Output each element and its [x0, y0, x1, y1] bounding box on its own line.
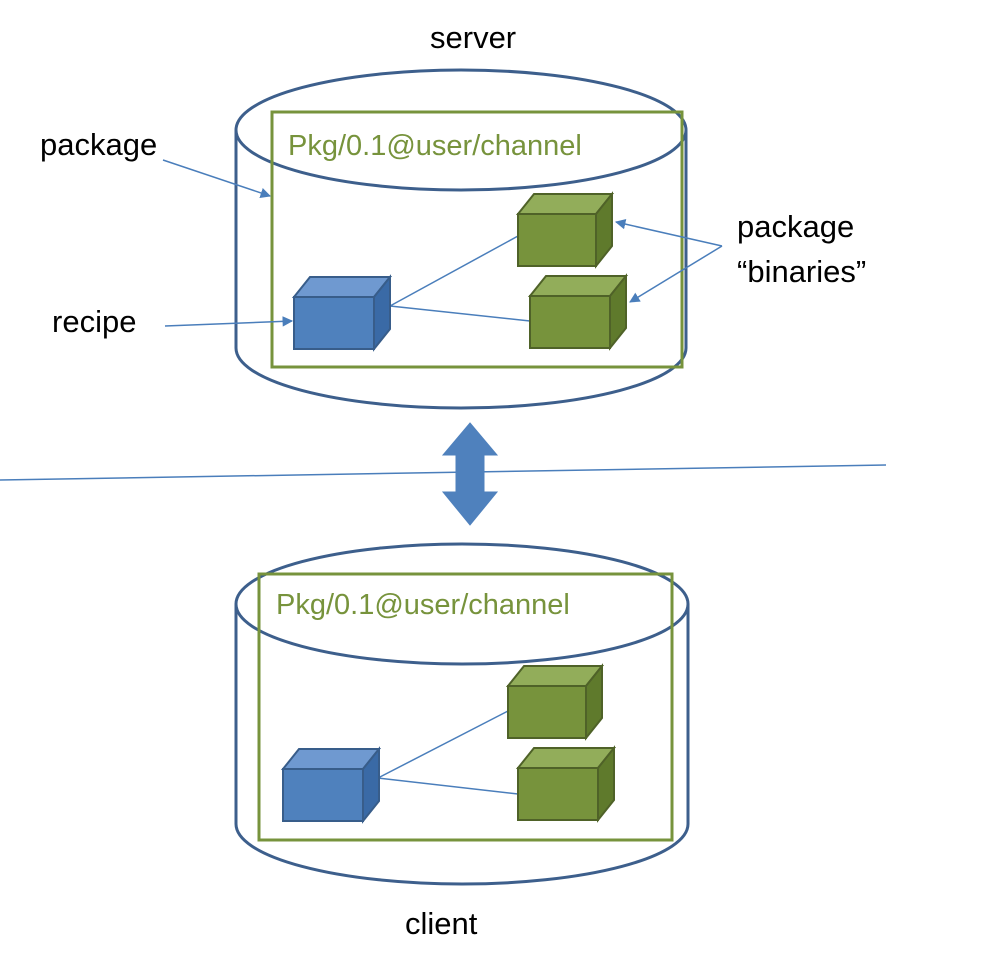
- server-binary-cube-2: [527, 273, 629, 351]
- binaries-pointer-arrow-1: [614, 218, 723, 247]
- binaries-label-line1: package: [737, 209, 854, 244]
- server-binary-cube-1: [515, 191, 615, 269]
- binaries-pointer-arrow-2: [629, 245, 723, 303]
- server-package-reference: Pkg/0.1@user/channel: [288, 130, 582, 162]
- client-label: client: [405, 906, 478, 941]
- server-recipe-binary-connectors: [389, 235, 531, 322]
- server-label: server: [430, 20, 516, 55]
- server-recipe-cube: [291, 274, 393, 352]
- client-package-reference: Pkg/0.1@user/channel: [276, 589, 570, 621]
- client-binary-cube-2: [515, 745, 617, 823]
- server-repository-cylinder: [234, 68, 688, 410]
- client-recipe-binary-connectors: [377, 710, 519, 795]
- client-binary-cube-1: [505, 663, 605, 741]
- annotation-arrows: [162, 159, 723, 327]
- network-divider-line: [0, 464, 887, 481]
- client-package-box: [257, 572, 674, 842]
- transfer-double-arrow: [441, 422, 499, 526]
- client-recipe-cube: [280, 746, 382, 824]
- recipe-pointer-arrow: [164, 316, 294, 327]
- package-pointer-arrow: [162, 159, 271, 198]
- recipe-label: recipe: [52, 304, 136, 339]
- binaries-label-line2: “binaries”: [737, 254, 866, 289]
- server-package-box: [270, 110, 684, 369]
- package-label: package: [40, 127, 157, 162]
